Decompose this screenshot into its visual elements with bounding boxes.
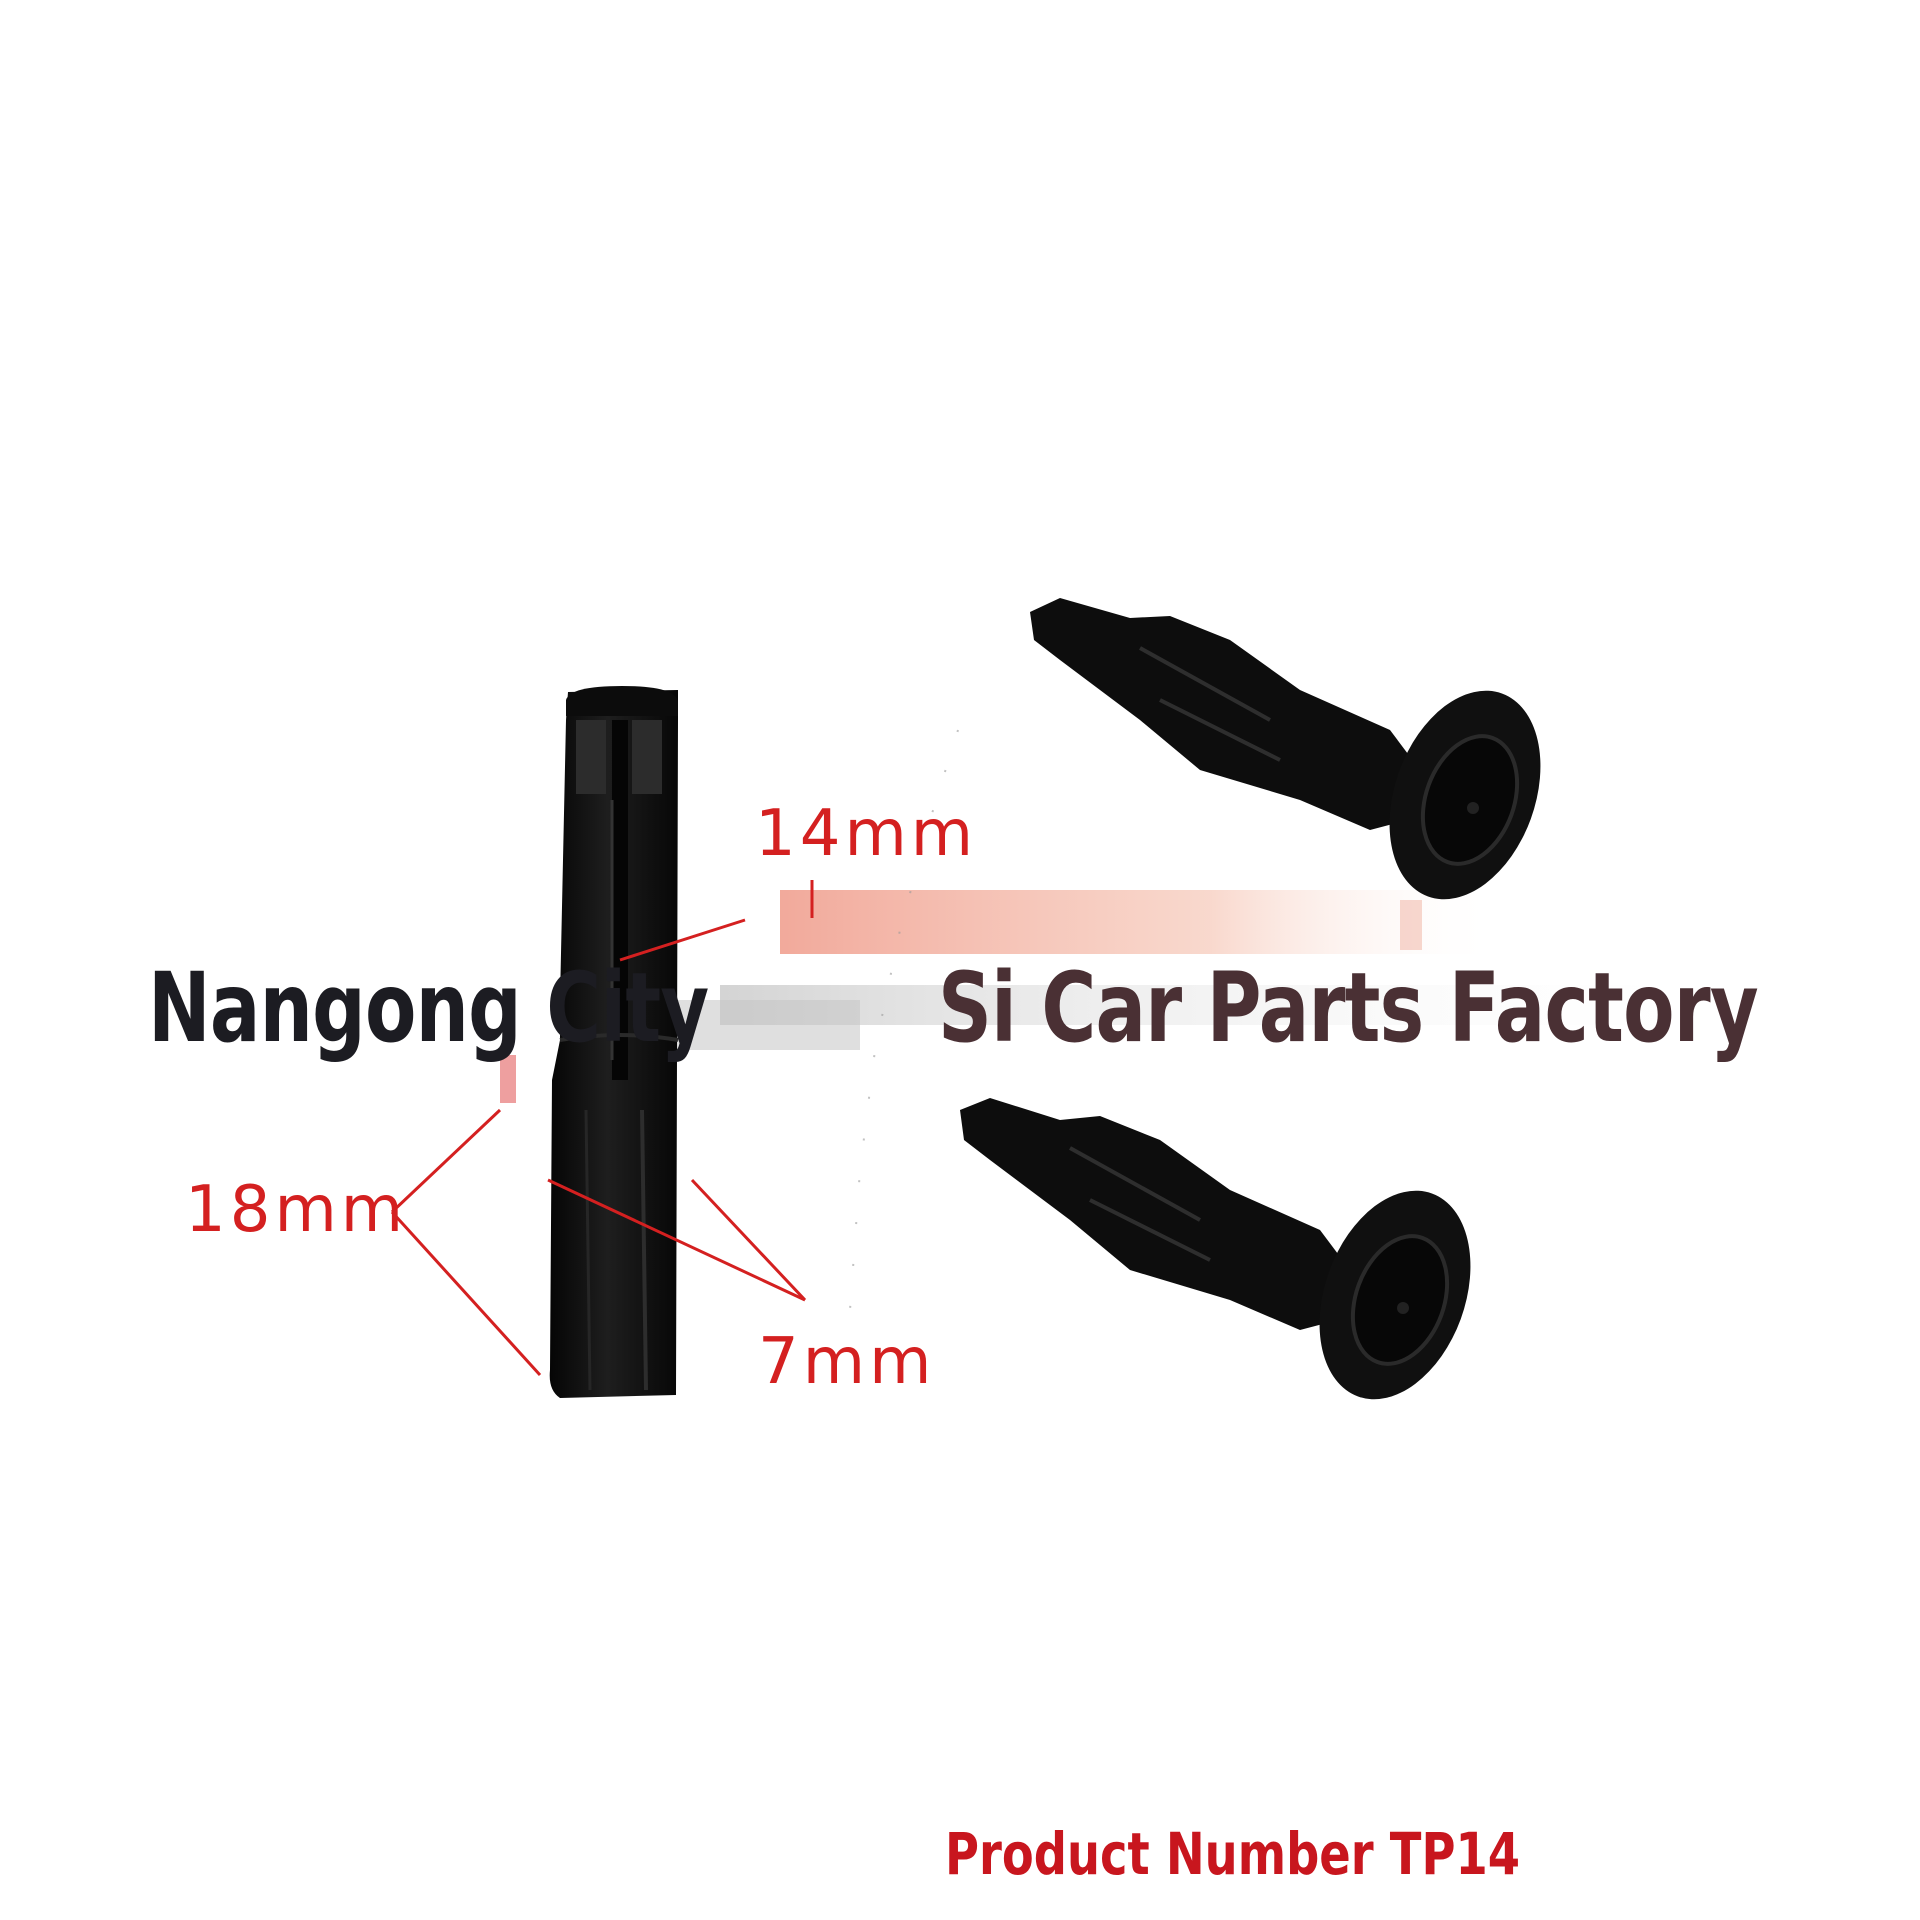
watermark-right: Si Car Parts Factory [938,952,1759,1064]
dimension-length: 18mm [185,1173,408,1247]
dimension-shank-width: 7mm [758,1325,936,1399]
rivet-angled-bottom [960,1098,1471,1400]
watermark-left: Nangong City [148,952,709,1064]
rivet-side-view [549,686,679,1398]
dimension-head-diameter: 14mm [755,797,978,871]
red-blur-mark [1400,900,1422,950]
watermark-streak [780,890,1500,954]
rivet-angled-top [1030,598,1541,900]
red-blur-mark [500,1055,516,1103]
product-number: Product Number TP14 [945,1820,1521,1888]
dimension-lines [390,880,814,1377]
watermark-streak [720,985,1740,1025]
